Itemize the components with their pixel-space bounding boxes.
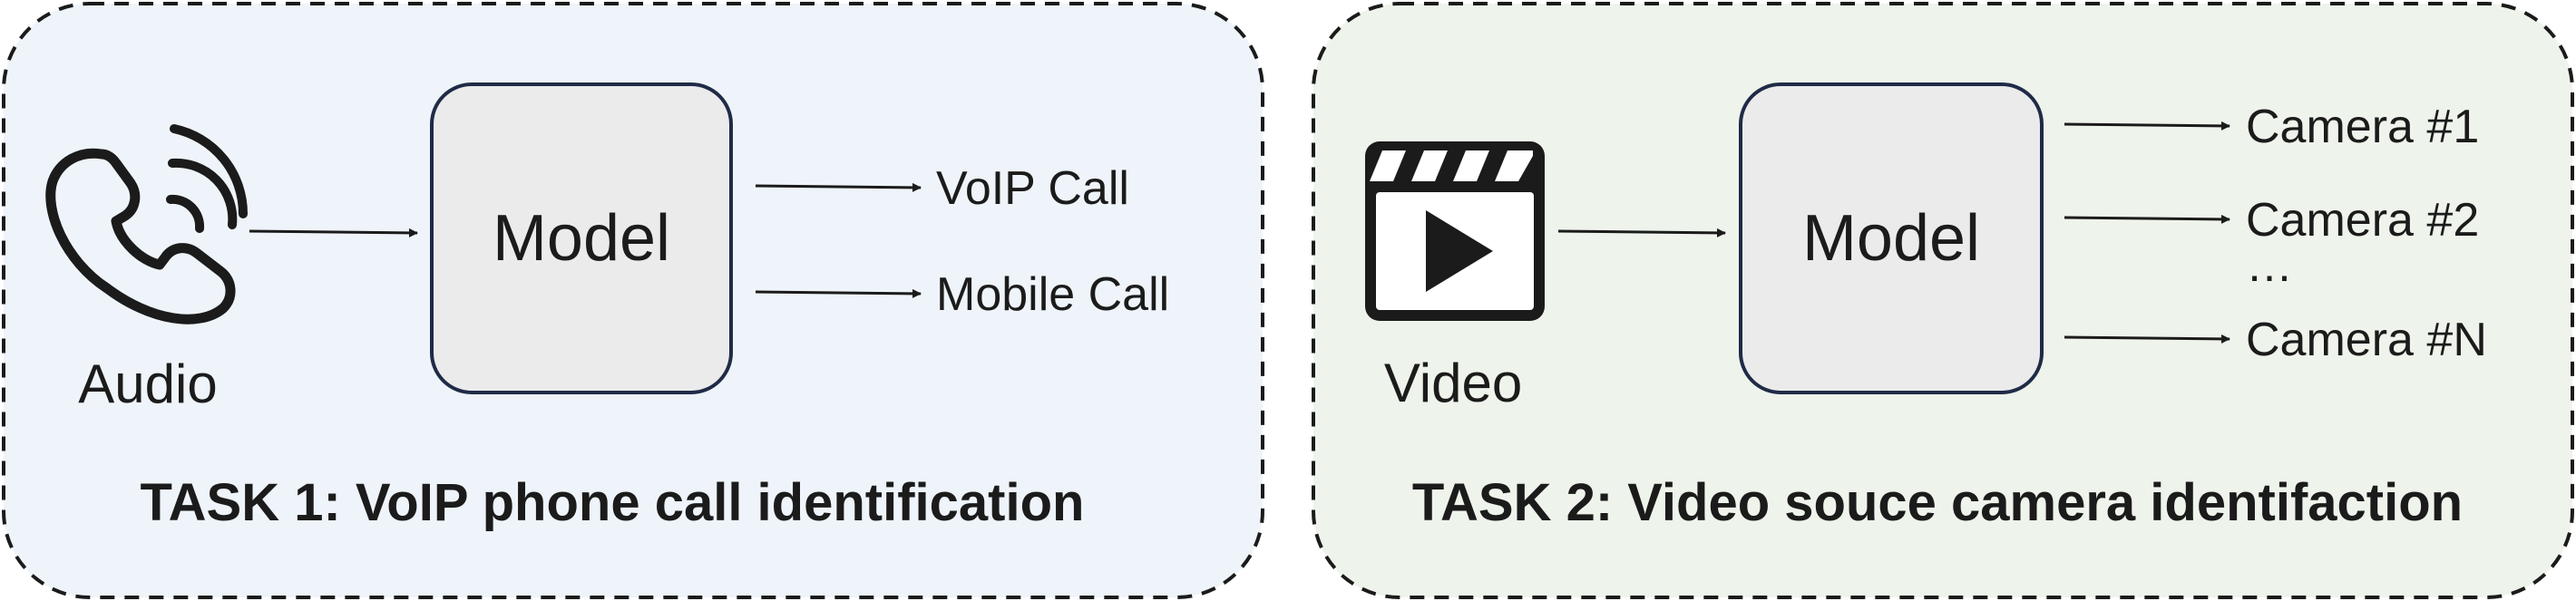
clapperboard-play-icon — [1365, 141, 1545, 321]
output-label-camera-2: Camera #2 — [2246, 194, 2479, 247]
task2-input-arrow — [1557, 228, 1726, 237]
task1-output-arrow-voip — [755, 182, 922, 192]
output-label-mobile-call: Mobile Call — [936, 268, 1169, 321]
output-label-voip-call: VoIP Call — [936, 162, 1129, 215]
task1-output-arrow-mobile — [755, 288, 922, 298]
output-ellipsis: … — [2246, 239, 2293, 292]
task1-title: TASK 1: VoIP phone call identification — [141, 473, 1085, 532]
task1-model-box — [430, 82, 733, 394]
phone-ringing-icon — [45, 124, 249, 325]
output-label-camera-n: Camera #N — [2246, 314, 2487, 366]
task2-output-arrow-camera-1 — [2064, 121, 2230, 131]
task1-model-label: Model — [493, 202, 670, 275]
task2-title: TASK 2: Video souce camera identifaction — [1412, 473, 2463, 532]
task2-model-box — [1739, 82, 2044, 394]
output-label-camera-1: Camera #1 — [2246, 101, 2479, 153]
task2-output-arrow-camera-n — [2064, 334, 2230, 344]
task1-input-arrow — [249, 228, 418, 237]
task2-model-label: Model — [1802, 202, 1980, 275]
task1-panel: Audio Model VoIP Call Mobile Call TASK 1… — [2, 2, 1264, 599]
task2-output-arrow-camera-2 — [2064, 214, 2230, 224]
audio-input-label: Audio — [78, 354, 217, 414]
task2-panel: Video Model Camera #1 Camera #2 … Camera… — [1312, 2, 2574, 599]
video-input-label: Video — [1384, 353, 1522, 413]
